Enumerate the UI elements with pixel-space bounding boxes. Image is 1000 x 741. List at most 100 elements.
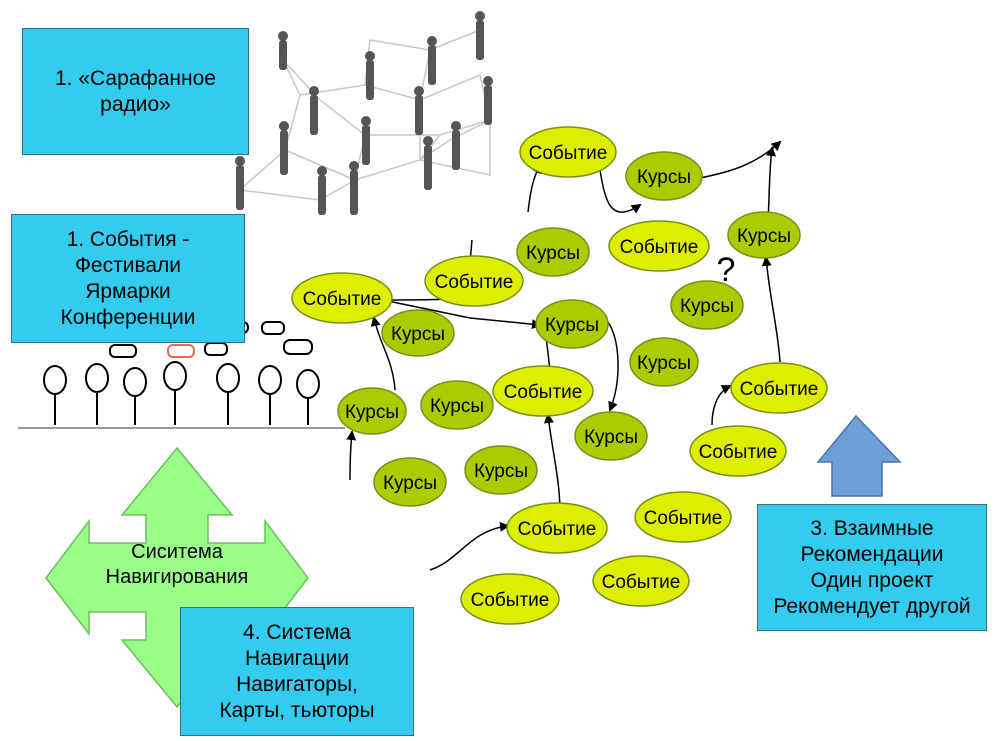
node-ellipse	[420, 380, 494, 430]
node-ellipse	[670, 280, 744, 330]
node-label: Курсы	[637, 167, 691, 188]
node-label: Событие	[740, 379, 819, 400]
navigation-system-line-1: 4. Система	[243, 620, 351, 644]
recommendation-arrow-shape	[816, 414, 902, 497]
course-node: Курсы	[535, 299, 609, 349]
node-label: Курсы	[526, 243, 580, 264]
node-ellipse	[460, 573, 560, 625]
course-node: Курсы	[373, 457, 447, 507]
node-label: Событие	[644, 508, 723, 529]
event-node: Событие	[506, 502, 608, 554]
recommendations-line-2: Рекомендации	[800, 542, 944, 566]
connector	[607, 321, 619, 412]
course-node: Курсы	[381, 309, 455, 357]
event-node: Событие	[492, 365, 594, 417]
node-ellipse	[574, 411, 648, 461]
navigation-arrow-shape	[45, 446, 309, 709]
node-layer: СобытиеКурсыСобытиеКурсыКурсыСобытиеКурс…	[291, 126, 828, 625]
event-node: Событие	[689, 425, 787, 477]
event-node: Событие	[291, 272, 393, 324]
node-ellipse	[291, 272, 393, 324]
events-box: 1. События - Фестивали Ярмарки Конференц…	[11, 214, 245, 343]
events-line-3: Ярмарки	[85, 279, 171, 303]
course-node: Курсы	[574, 411, 648, 461]
events-line-1: 1. События -	[66, 227, 190, 251]
node-label: Событие	[435, 272, 514, 293]
event-node: Событие	[424, 255, 524, 307]
node-ellipse	[506, 502, 608, 554]
node-label: Событие	[518, 519, 597, 540]
recommendations-line-4: Рекомендует другой	[773, 594, 971, 618]
navigation-system-line-4: Карты, тьюторы	[219, 698, 375, 722]
node-ellipse	[464, 445, 538, 495]
course-node: Курсы	[629, 337, 699, 387]
node-ellipse	[629, 337, 699, 387]
navigation-system-box: 4. Система Навигации Навигаторы, Карты, …	[180, 607, 414, 736]
course-node: Курсы	[337, 387, 407, 435]
connector	[370, 316, 396, 391]
recommendations-line-1: 3. Взаимные	[810, 516, 934, 540]
node-ellipse	[608, 220, 710, 272]
course-node: Курсы	[516, 227, 590, 277]
event-node: Событие	[730, 362, 828, 414]
node-label: Событие	[699, 442, 778, 463]
course-node: Курсы	[464, 445, 538, 495]
node-ellipse	[337, 387, 407, 435]
node-ellipse	[727, 211, 801, 259]
connector	[429, 521, 510, 571]
node-label: Событие	[620, 237, 699, 258]
question-mark: ?	[717, 251, 736, 289]
navigation-system-line-2: Навигации	[244, 646, 350, 670]
node-ellipse	[689, 425, 787, 477]
navigation-arrow-label-line-1: Сиситема	[131, 541, 224, 563]
node-label: Событие	[529, 143, 608, 164]
node-label: Курсы	[345, 402, 399, 423]
connector	[346, 430, 357, 481]
word-of-mouth-box: 1. «Сарафанное радио»	[22, 28, 249, 155]
node-label: Событие	[471, 590, 550, 611]
recommendations-line-3: Один проект	[810, 568, 934, 592]
connector	[543, 413, 561, 513]
node-label: Курсы	[383, 473, 437, 494]
node-label: Курсы	[430, 396, 484, 417]
course-node: Курсы	[625, 151, 703, 201]
node-ellipse	[625, 151, 703, 201]
connector	[711, 385, 732, 426]
navigation-arrow-label-line-2: Навигирования	[106, 566, 249, 588]
events-line-2: Фестивали	[74, 253, 182, 277]
node-label: Курсы	[391, 324, 445, 345]
word-of-mouth-line-1: 1. «Сарафанное	[55, 66, 216, 90]
node-ellipse	[381, 309, 455, 357]
event-node: Событие	[608, 220, 710, 272]
connector	[761, 256, 781, 363]
connector	[699, 140, 782, 179]
people-figures	[235, 11, 493, 215]
node-ellipse	[519, 126, 617, 178]
node-ellipse	[634, 491, 732, 543]
event-node: Событие	[592, 555, 690, 607]
node-ellipse	[373, 457, 447, 507]
event-node: Событие	[519, 126, 617, 178]
event-node: Событие	[460, 573, 560, 625]
node-label: Событие	[504, 382, 583, 403]
connector	[599, 169, 642, 214]
node-label: Курсы	[474, 461, 528, 482]
node-label: Событие	[602, 572, 681, 593]
connector	[382, 299, 542, 330]
node-ellipse	[730, 362, 828, 414]
events-line-4: Конференции	[60, 305, 196, 329]
word-of-mouth-line-2: радио»	[100, 92, 171, 116]
node-ellipse	[424, 255, 524, 307]
node-label: Событие	[303, 289, 382, 310]
people-network-illustration	[238, 29, 491, 201]
course-node: Курсы	[420, 380, 494, 430]
node-label: Курсы	[545, 315, 599, 336]
node-label: Курсы	[680, 296, 734, 317]
recommendations-box: 3. Взаимные Рекомендации Один проект Рек…	[757, 504, 987, 631]
node-label: Курсы	[637, 353, 691, 374]
node-label: Курсы	[737, 226, 791, 247]
node-label: Курсы	[584, 427, 638, 448]
node-ellipse	[535, 299, 609, 349]
node-ellipse	[592, 555, 690, 607]
